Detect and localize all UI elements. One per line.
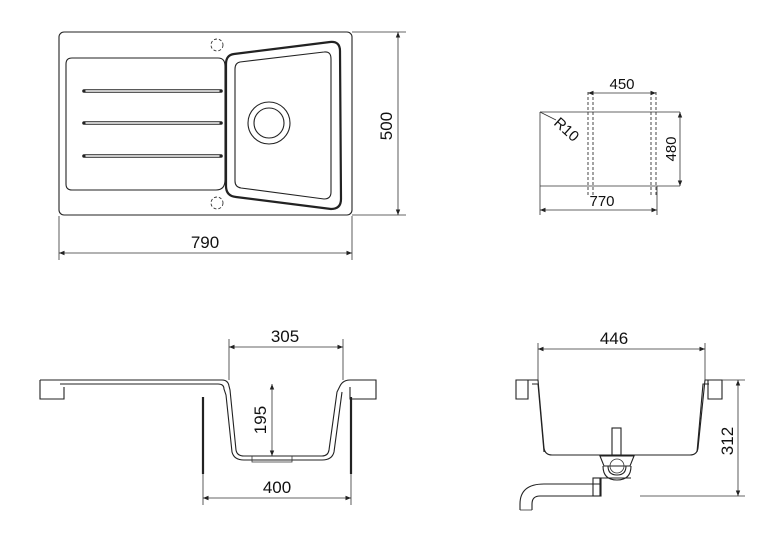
outlet-pipe: [519, 477, 631, 510]
trap: [602, 465, 632, 481]
radius-leader: [539, 111, 557, 121]
cabinet-width-label: 400: [263, 478, 291, 497]
bowl-outer: [224, 40, 343, 211]
tap-hole: [210, 38, 224, 52]
cutout-480-label: 480: [663, 136, 680, 161]
cutout-450-label: 450: [609, 76, 634, 93]
sink-profile: [60, 379, 356, 457]
bowl-depth-label: 195: [251, 406, 270, 434]
overflow-hole: [210, 196, 224, 210]
top-view: 790 500: [58, 31, 406, 260]
drain-pipe: [611, 427, 622, 456]
front-section-view: 446 312: [515, 329, 745, 511]
sink-outline: [58, 31, 353, 216]
drain-outer: [247, 101, 291, 145]
drain-body: [599, 455, 635, 467]
bowl-inner: [234, 51, 332, 200]
front-bowl-width-label: 446: [600, 329, 628, 348]
drain-strainer: [609, 458, 625, 474]
drainboard: [65, 57, 226, 191]
radius-label: R10: [550, 114, 582, 145]
front-bowl: [528, 379, 712, 456]
countertop-left: [39, 379, 65, 400]
cutout-view: R10 450 480 770: [539, 76, 683, 215]
countertop-right-front: [707, 379, 723, 400]
bowl-width-label: 305: [271, 327, 299, 346]
depth-dim-label: 500: [377, 112, 396, 140]
drain-inner: [253, 107, 285, 139]
width-dim-label: 790: [191, 233, 219, 252]
side-section-view: 305 195 400: [39, 327, 377, 505]
front-height-label: 312: [718, 427, 737, 455]
countertop-left-front: [515, 379, 529, 400]
countertop-right: [349, 379, 377, 400]
cutout-770-label: 770: [589, 193, 614, 210]
